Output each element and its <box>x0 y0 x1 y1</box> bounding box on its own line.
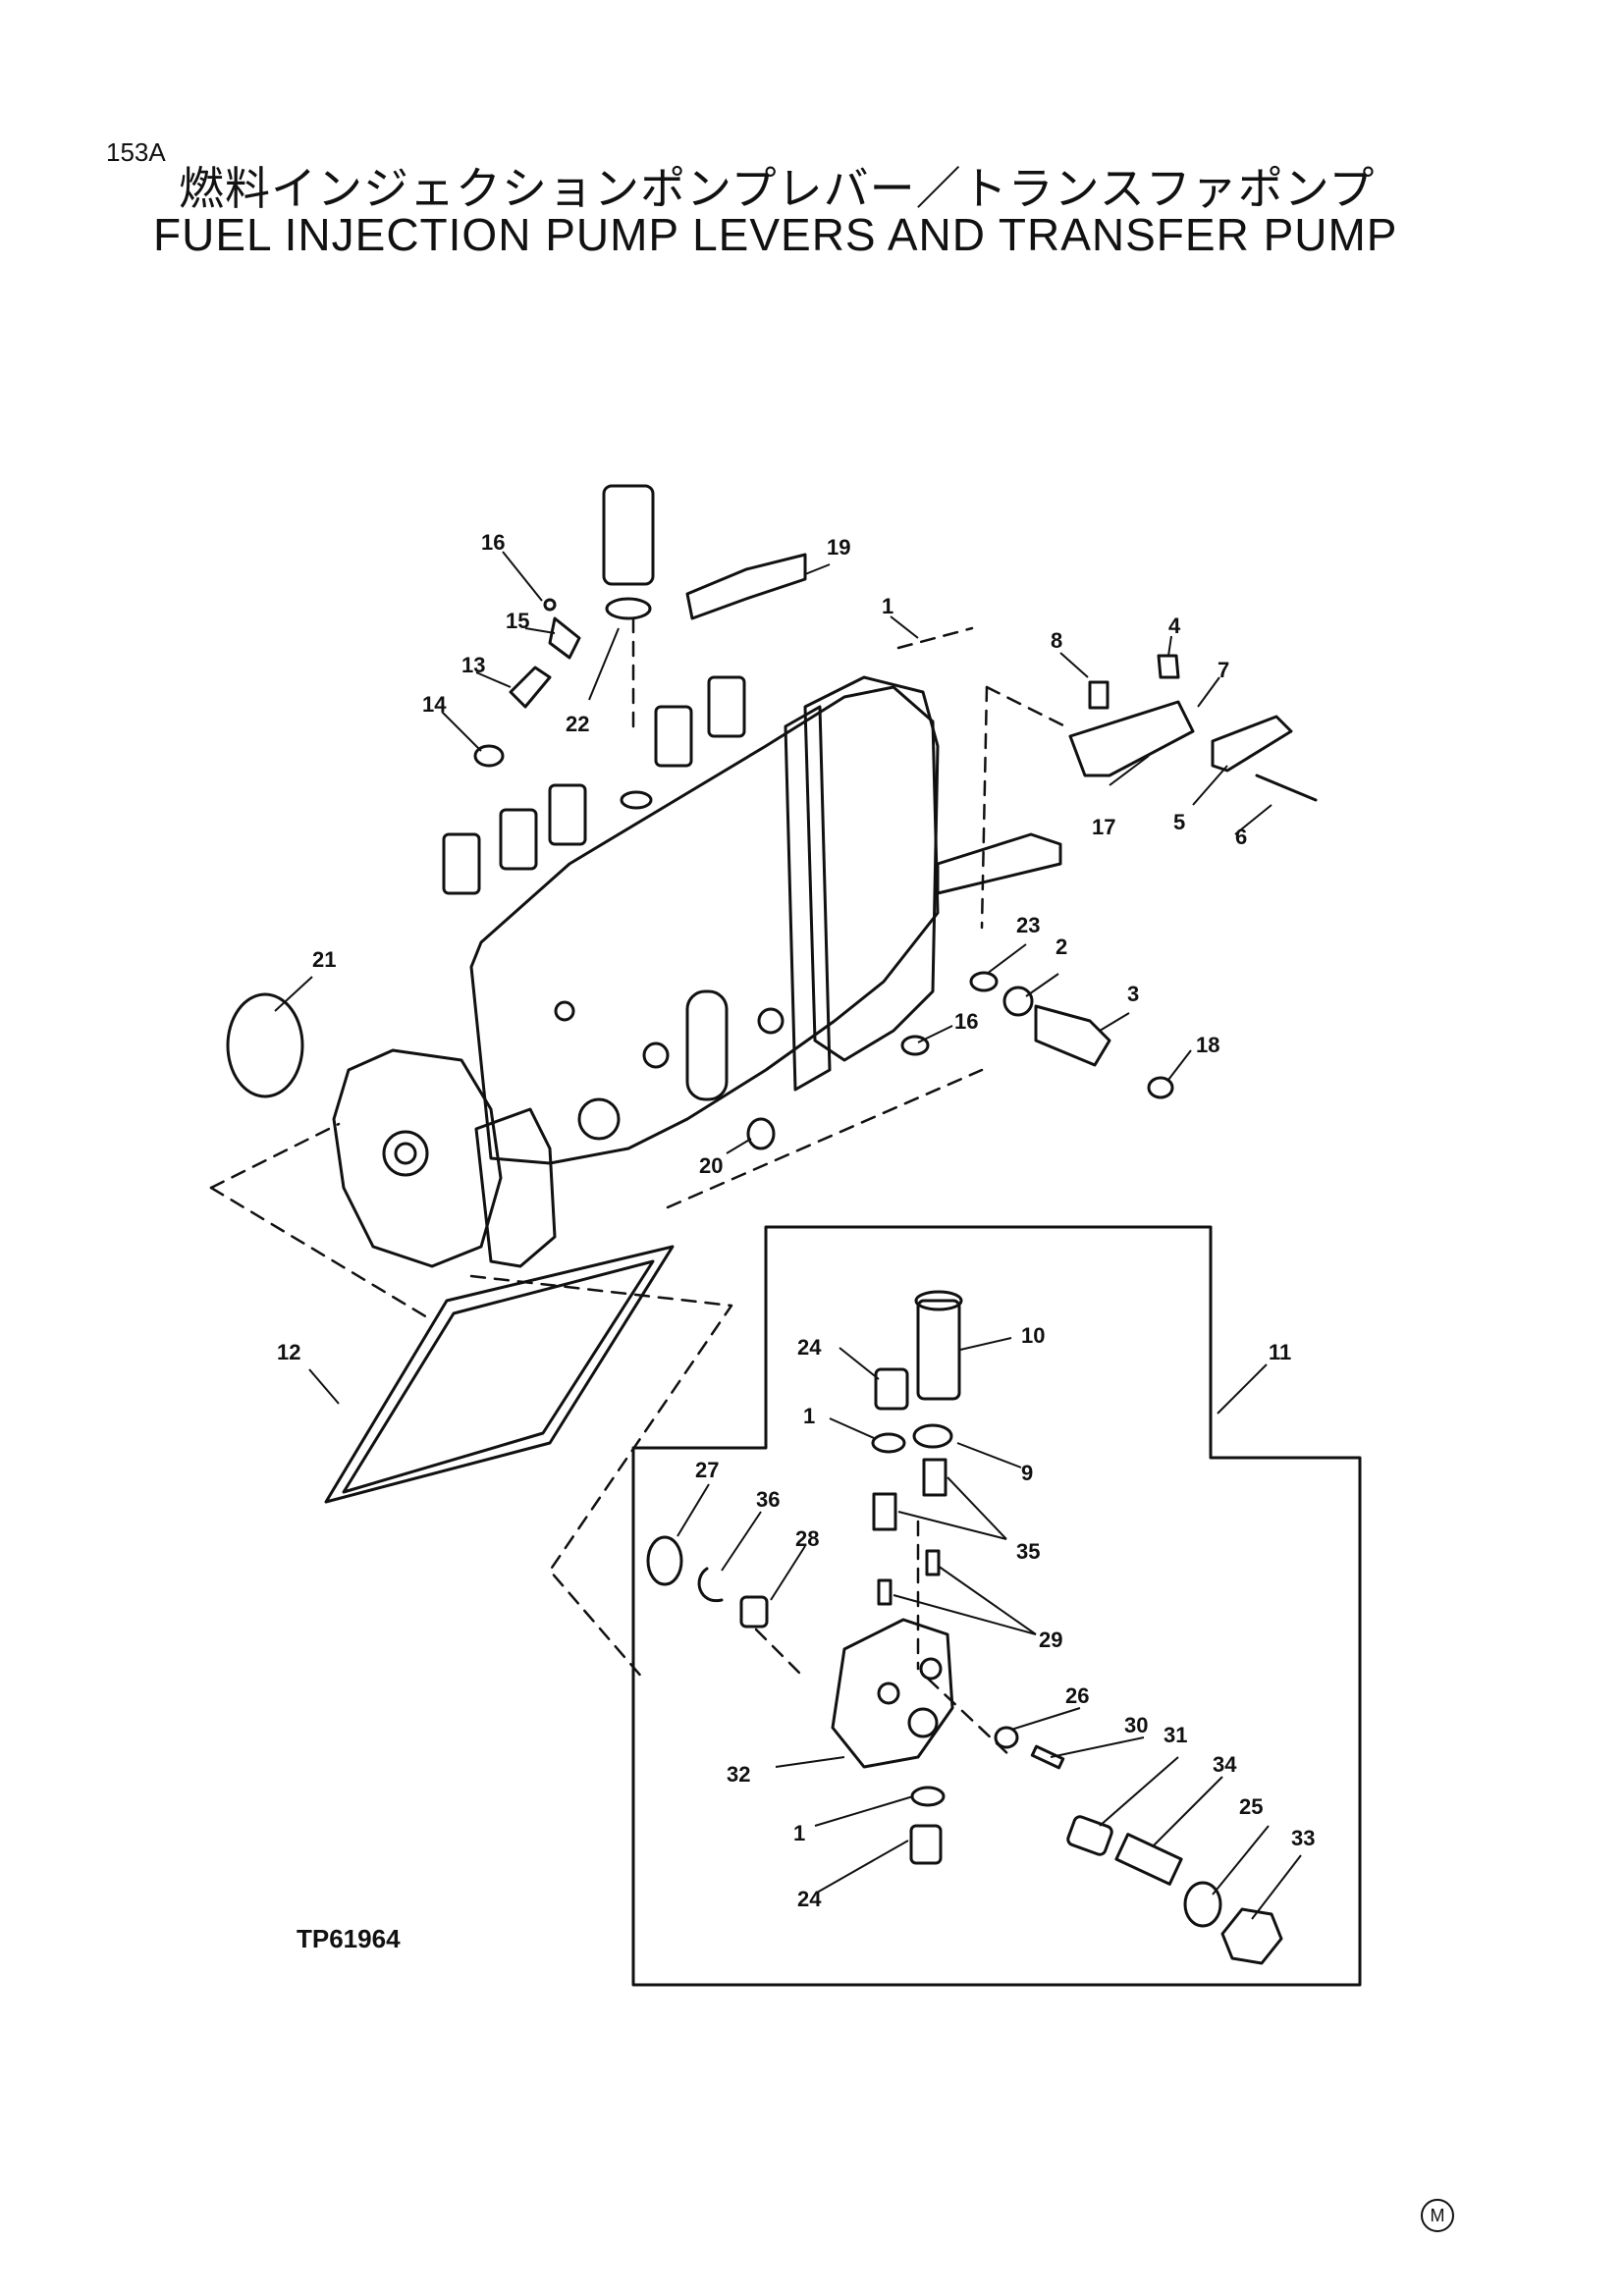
boost-fitting <box>602 484 655 586</box>
part-34-pump-body <box>831 1618 954 1769</box>
part-29-valve-b <box>877 1578 893 1606</box>
part-24b-fitting <box>909 1824 943 1865</box>
callout-1: 1 <box>882 594 893 618</box>
part-31-sleeve <box>1066 1815 1113 1856</box>
callout-36: 36 <box>756 1487 780 1512</box>
part-16b-ring <box>900 1035 930 1056</box>
callout-21: 21 <box>312 947 336 972</box>
part-29-valve-a <box>925 1549 941 1576</box>
part-13-banjo-bolt <box>509 666 552 709</box>
mounting-flange <box>332 1048 503 1268</box>
callout-10: 10 <box>1021 1323 1045 1348</box>
part-10-plunger <box>916 1299 961 1401</box>
callout-35: 35 <box>1016 1539 1040 1564</box>
part-36-clip <box>697 1567 724 1603</box>
callout-4: 4 <box>1168 614 1181 638</box>
callout-15: 15 <box>506 609 529 633</box>
part-28-spring-b <box>872 1492 897 1531</box>
pump-housing <box>469 685 940 1165</box>
pump-side-plate <box>784 705 832 1092</box>
delivery-valve-holders <box>442 675 746 895</box>
part-12-gasket <box>324 1245 675 1504</box>
callout-22: 22 <box>566 712 589 736</box>
callout-16: 16 <box>481 530 505 555</box>
callout-20: 20 <box>699 1153 723 1178</box>
transfer-pump-inset-frame <box>631 1225 1362 1987</box>
figure-reference-code: TP61964 <box>297 1924 401 1953</box>
callout-3: 3 <box>1127 982 1139 1006</box>
page-title-japanese: 燃料インジェクションポンプレバー／トランスファポンプ <box>179 162 1376 215</box>
part-3-lever <box>1034 1004 1111 1067</box>
part-26-washer <box>994 1726 1019 1749</box>
callout-8: 8 <box>1051 628 1062 653</box>
callout-2: 2 <box>1056 934 1067 959</box>
callout-25: 25 <box>1239 1794 1263 1819</box>
callout-12: 12 <box>277 1340 300 1364</box>
callout-34: 34 <box>1213 1752 1237 1777</box>
part-19-bracket <box>685 553 807 620</box>
governor-block <box>474 1107 557 1268</box>
part-6-bolt <box>1255 774 1318 802</box>
part-20-ring <box>746 1117 776 1150</box>
flange-hub <box>382 1130 429 1177</box>
callout-6: 6 <box>1235 825 1247 849</box>
part-1b-seal <box>910 1786 946 1807</box>
callout-26: 26 <box>1065 1683 1089 1708</box>
callout-32: 32 <box>727 1762 750 1787</box>
part-2-washer <box>1002 986 1034 1017</box>
callout-31: 31 <box>1164 1723 1187 1747</box>
part-1-seal <box>871 1432 906 1454</box>
control-shaft <box>936 832 1062 895</box>
page-code: 153A <box>106 137 166 167</box>
part-18-screw <box>1147 1076 1174 1099</box>
callout-7: 7 <box>1218 658 1229 682</box>
part-5-plate <box>1211 715 1293 773</box>
callout-19: 19 <box>827 535 850 560</box>
callout-1: 1 <box>793 1821 805 1845</box>
part-25-gasket <box>1183 1881 1222 1928</box>
callout-5: 5 <box>1173 810 1185 834</box>
callout-18: 18 <box>1196 1033 1219 1057</box>
callout-24: 24 <box>797 1335 822 1360</box>
callout-27: 27 <box>695 1458 719 1482</box>
part-27-o-ring <box>646 1535 683 1586</box>
callout-9: 9 <box>1021 1461 1033 1485</box>
callout-29: 29 <box>1039 1628 1062 1652</box>
callout-28: 28 <box>795 1526 819 1551</box>
callout-30: 30 <box>1124 1713 1148 1737</box>
part-30-pin <box>1030 1744 1065 1770</box>
part-7-lever <box>1068 700 1195 777</box>
callout-17: 17 <box>1092 815 1115 839</box>
part-9-washer <box>912 1423 953 1449</box>
callout-14: 14 <box>422 692 447 717</box>
callout-33: 33 <box>1291 1826 1315 1850</box>
callout-23: 23 <box>1016 913 1040 937</box>
part-21-o-ring <box>226 992 304 1098</box>
part-23-ring <box>969 971 999 992</box>
part-24-fitting <box>874 1367 909 1411</box>
part-33-cap <box>1220 1907 1283 1965</box>
part-32-spring <box>1114 1833 1183 1886</box>
callout-1: 1 <box>803 1404 815 1428</box>
corner-mark: M <box>1421 2199 1454 2232</box>
pump-front-cover <box>803 675 940 1062</box>
part-28-spring-a <box>922 1458 947 1497</box>
callout-13: 13 <box>461 653 485 677</box>
part-35-plug <box>739 1595 769 1629</box>
callout-24: 24 <box>797 1887 822 1911</box>
callout-16: 16 <box>954 1009 978 1034</box>
page-title-english: FUEL INJECTION PUMP LEVERS AND TRANSFER … <box>153 209 1398 260</box>
callout-11: 11 <box>1269 1340 1291 1364</box>
